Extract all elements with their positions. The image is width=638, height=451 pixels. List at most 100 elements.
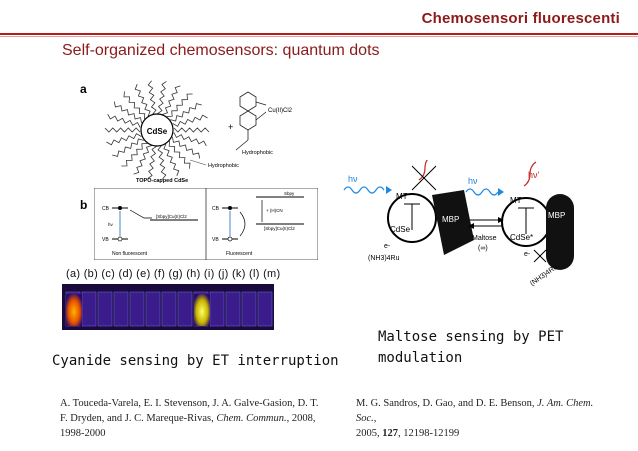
hv-label-1: hν <box>348 174 358 184</box>
header-divider-light <box>0 36 638 37</box>
ligand-chain <box>157 81 167 115</box>
header-title: Chemosensori fluorescenti <box>421 10 620 27</box>
e-label-2: e- <box>524 251 531 258</box>
ref-right-line2: 2005, 127, 12198-12199 <box>356 426 606 441</box>
left-complex-label: [Sbpy]Cu(II)Cl2 <box>156 214 187 219</box>
ru-label-1: (NH3)4Ru <box>368 255 400 262</box>
vial <box>129 291 145 327</box>
slide-title: Self-organized chemosensors: quantum dot… <box>62 42 380 59</box>
ligand-chain <box>172 136 201 159</box>
vial <box>113 291 129 327</box>
energy-diagram: CB VB hν [Sbpy]Cu(II)Cl2 Non fluorescent… <box>94 188 318 260</box>
infinity-label: (∞) <box>478 245 488 252</box>
ligand-chain <box>123 91 146 120</box>
ligand-chain <box>172 114 208 127</box>
ligand-chain <box>133 145 152 175</box>
core-label: CdSe <box>147 127 168 136</box>
mbp-protein-1 <box>432 190 474 255</box>
e-label-1: e- <box>384 243 391 250</box>
vial <box>257 291 273 327</box>
ru-label-2: (NH3)4Ru <box>529 264 559 288</box>
hv-label-2: hν <box>468 176 478 186</box>
ref-right-pages: , 12198-12199 <box>398 428 460 439</box>
reference-left: A. Touceda-Varela, E. I. Stevenson, J. A… <box>60 396 325 441</box>
ref-left-line1: A. Touceda-Varela, E. I. Stevenson, J. A… <box>60 398 319 409</box>
left-hv-label: hν <box>108 222 114 227</box>
ref-left-authors: F. Dryden, and J. C. Mareque-Rivas, <box>60 413 217 424</box>
mt-label-2: MT <box>510 196 522 205</box>
vial <box>97 291 113 327</box>
right-vb-label: VB <box>212 237 219 243</box>
ligand-chain <box>134 84 151 117</box>
hydrophobic-label-1: Hydrophobic <box>242 150 273 156</box>
cdse-label-2: CdSe* <box>510 233 533 242</box>
ligand-chain <box>147 80 157 115</box>
vial-labels: (a) (b) (c) (d) (e) (f) (g) (h) (i) (j) … <box>66 268 281 280</box>
ligand-chain <box>170 103 202 122</box>
cdse-label-1: CdSe <box>390 225 411 234</box>
ref-right-journal: J. Am. Chem. Soc. <box>356 398 594 424</box>
mbp-label-1: MBP <box>442 215 459 224</box>
vial <box>81 291 97 327</box>
ref-left-year: , 2008, <box>286 413 316 424</box>
vial <box>225 291 241 327</box>
vial-photo <box>62 284 274 330</box>
yellow-vial <box>194 294 210 326</box>
ligand-chain <box>121 143 148 167</box>
pointer-line <box>189 159 207 166</box>
panel-a-label: a <box>80 82 87 96</box>
right-cb-label: CB <box>212 206 220 212</box>
maltose-sensor-diagram: hν MT CdSe MBP e- (NH3)4Ru Maltose (∞) h… <box>343 160 574 288</box>
ref-left-journal: Chem. Commun. <box>216 413 287 424</box>
cn-label: + (H)CN <box>266 208 283 213</box>
orange-vial <box>66 294 82 326</box>
header-divider <box>0 33 638 35</box>
left-vb-label: VB <box>102 237 109 243</box>
hydrophobic-label-2: Hydrophobic <box>208 163 239 169</box>
ligand-chain <box>147 145 157 179</box>
mbp-label-2: MBP <box>548 211 565 220</box>
emission-wave-1 <box>418 160 428 181</box>
emission-wave-2 <box>523 161 537 187</box>
hv-label-3: hν' <box>528 170 540 180</box>
ligand-chain <box>173 132 207 146</box>
ligand-chain <box>163 143 180 176</box>
mt-label-1: MT <box>396 192 408 201</box>
ligand-chain <box>106 133 142 146</box>
quantum-dot-diagram: CdSe Cu(II)Cl2 + Hydrophobic Hydrophobic… <box>104 80 293 184</box>
mbp-protein-2 <box>546 194 574 270</box>
reference-right: M. G. Sandros, D. Gao, and D. E. Benson,… <box>356 396 606 441</box>
vial <box>241 291 257 327</box>
left-caption: Non fluorescent <box>112 251 148 257</box>
maltose-label: Maltose <box>472 235 497 242</box>
vial <box>209 291 225 327</box>
plus-sign: + <box>228 122 233 132</box>
ligand-chain <box>162 85 181 115</box>
caption-left: Cyanide sensing by ET interruption <box>52 353 339 369</box>
hv-wave-1 <box>343 186 385 194</box>
caption-right-line1: Maltose sensing by PET <box>378 329 564 345</box>
right-caption: Fluorescent <box>226 251 253 257</box>
vial <box>177 291 193 327</box>
panel-b-label: b <box>80 198 88 212</box>
ref-right-volume: 127 <box>382 428 398 439</box>
cdse-core <box>140 113 174 147</box>
copper-label: Cu(II)Cl2 <box>268 108 293 114</box>
right-complex-label: [Sbpy]Cu(II)Cl2 <box>264 226 295 231</box>
ligand-chain <box>112 138 144 157</box>
ref-right-comma: , <box>373 413 377 424</box>
ligand-chain <box>113 101 142 124</box>
ligand-chain <box>107 114 141 128</box>
ligand-chain <box>173 127 210 133</box>
top-complex-label: Sbpy <box>284 191 295 196</box>
hv-wave-2 <box>465 188 499 196</box>
ref-right-authors: M. G. Sandros, D. Gao, and D. E. Benson, <box>356 398 538 409</box>
copper-complex-structure <box>235 91 267 151</box>
vial <box>145 291 161 327</box>
caption-right: Maltose sensing by PET modulation <box>378 327 578 369</box>
ref-right-year: 2005, <box>356 428 383 439</box>
ligand-chain <box>168 140 191 169</box>
ref-left-line3: 1998-2000 <box>60 428 106 439</box>
ref-left-line2: F. Dryden, and J. C. Mareque-Rivas, Chem… <box>60 411 325 426</box>
ref-right-line1: M. G. Sandros, D. Gao, and D. E. Benson,… <box>356 396 606 426</box>
